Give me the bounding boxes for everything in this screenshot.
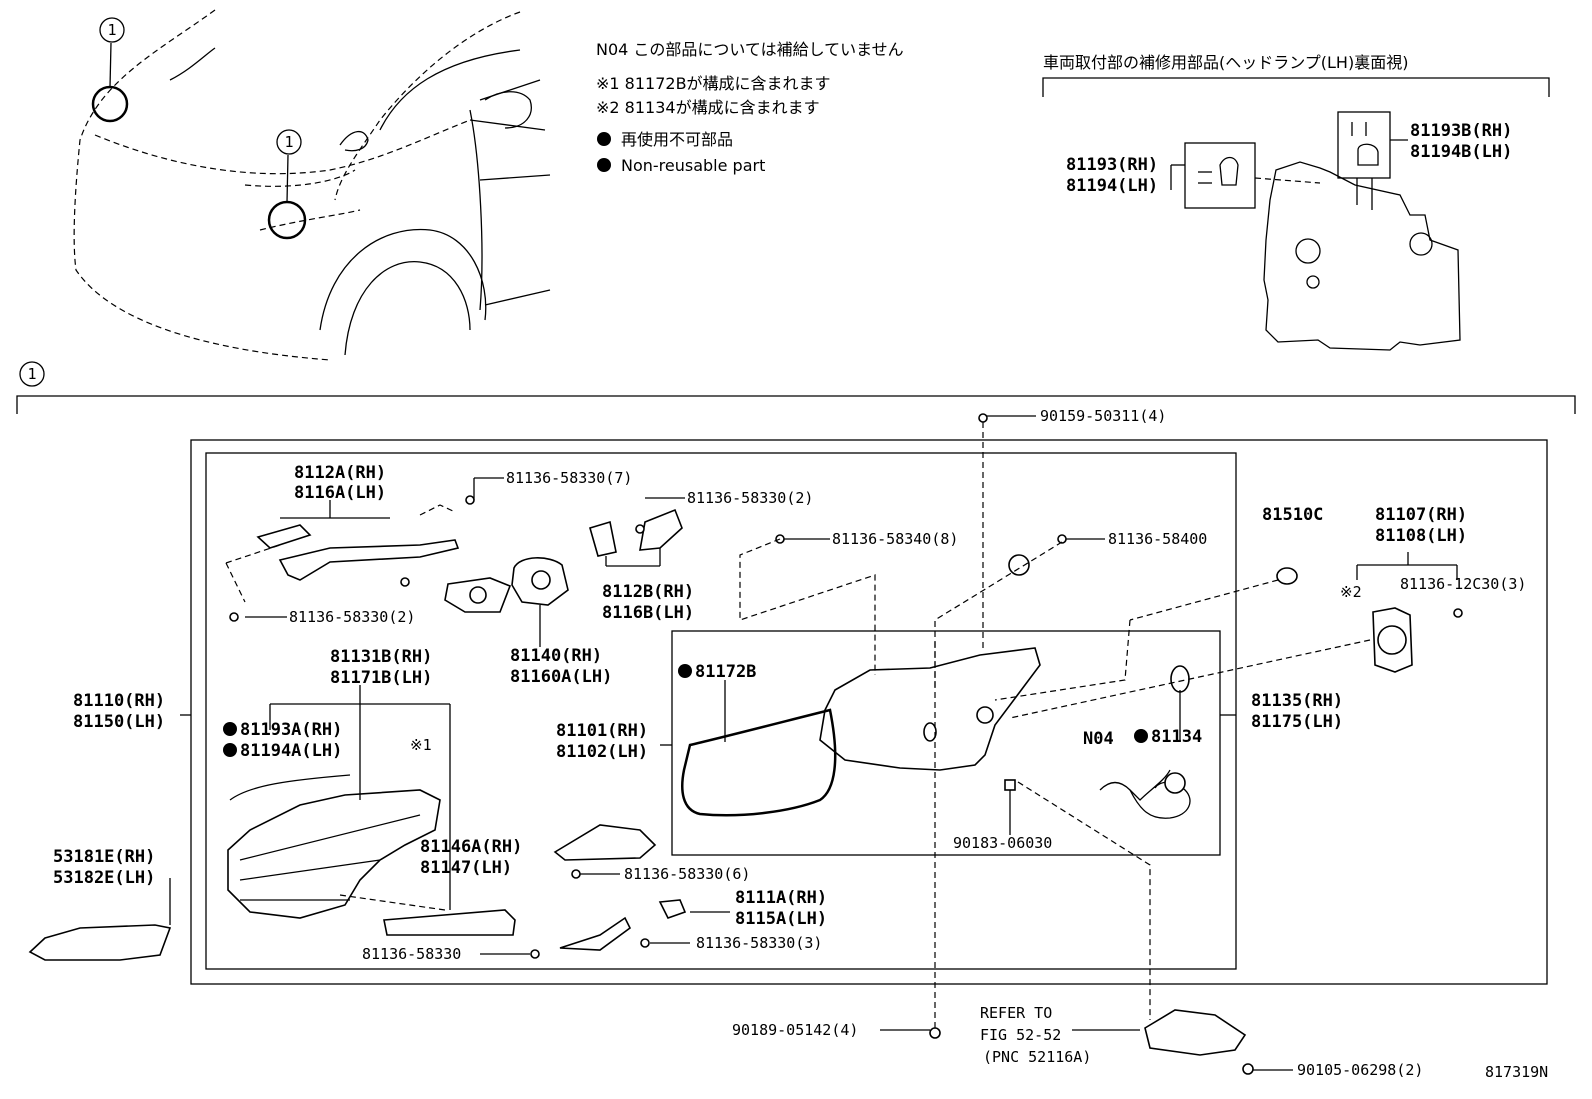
section-callout-circle: [19, 361, 45, 387]
label-90183-06030: 90183-06030: [953, 834, 1052, 852]
label-81194-lh: 81194(LH): [1066, 176, 1158, 196]
label-81107-rh: 81107(RH): [1375, 505, 1467, 525]
label-81108-lh: 81108(LH): [1375, 526, 1467, 546]
label-81194b-lh: 81194B(LH): [1410, 142, 1512, 162]
label-81136-58400: 81136-58400: [1108, 530, 1207, 548]
label-90105-06298-2: 90105-06298(2): [1297, 1061, 1423, 1079]
label-81171b-lh: 81171B(LH): [330, 668, 432, 688]
part-labels: 8112A(RH) 8116A(LH) 81136-58330(7) 81136…: [53, 407, 1548, 1081]
note-star2: ※2 81134が構成に含まれます: [596, 98, 820, 117]
refer-to-line2: FIG 52-52: [980, 1026, 1061, 1044]
note-nonreuse-ja: 再使用不可部品: [621, 130, 733, 149]
label-81136-58330-2b: 81136-58330(2): [687, 489, 813, 507]
nonreusable-dot-icon: [1134, 729, 1148, 743]
vehicle-overview: 1 1: [73, 9, 551, 361]
label-81136-58330-6: 81136-58330(6): [624, 865, 750, 883]
label-8116b-lh: 8116B(LH): [602, 603, 694, 623]
label-81140-rh: 81140(RH): [510, 646, 602, 666]
callout-1b: 1: [284, 133, 293, 151]
inset-panel: 車両取付部の補修用部品(ヘッドランプ(LH)裏面視) 81193(RH) 811…: [1042, 53, 1550, 351]
label-8116a-lh: 8116A(LH): [294, 483, 386, 503]
figure-number: 817319N: [1485, 1063, 1548, 1081]
parts-drawings: [28, 413, 1463, 1075]
label-81147-lh: 81147(LH): [420, 858, 512, 878]
label-53181e-rh: 53181E(RH): [53, 847, 155, 867]
label-81134: 81134: [1151, 727, 1202, 747]
inset-title: 車両取付部の補修用部品(ヘッドランプ(LH)裏面視): [1043, 53, 1408, 72]
label-81136-12c30-3: 81136-12C30(3): [1400, 575, 1526, 593]
section-callout: 1: [27, 365, 36, 383]
notes-block: N04 この部品については補給していません ※1 81172Bが構成に含まれます…: [596, 40, 904, 175]
label-81135-rh: 81135(RH): [1251, 691, 1343, 711]
note-nonreuse-en: Non-reusable part: [621, 156, 765, 175]
label-star2-mark: ※2: [1340, 583, 1362, 601]
label-81193b-rh: 81193B(RH): [1410, 121, 1512, 141]
label-90159-50311-4: 90159-50311(4): [1040, 407, 1166, 425]
headlamp-inner-frame: [205, 452, 1237, 970]
note-n04: N04 この部品については補給していません: [596, 40, 904, 59]
label-81175-lh: 81175(LH): [1251, 712, 1343, 732]
label-53182e-lh: 53182E(LH): [53, 868, 155, 888]
label-81136-58330-3: 81136-58330(3): [696, 934, 822, 952]
label-star1-mark: ※1: [410, 736, 432, 754]
label-81101-rh: 81101(RH): [556, 721, 648, 741]
label-81510c: 81510C: [1262, 505, 1323, 525]
label-90189-05142-4: 90189-05142(4): [732, 1021, 858, 1039]
label-81136-58340-8: 81136-58340(8): [832, 530, 958, 548]
refer-to-line1: REFER TO: [980, 1004, 1052, 1022]
label-81150-lh: 81150(LH): [73, 712, 165, 732]
label-81146a-rh: 81146A(RH): [420, 837, 522, 857]
label-81193a-rh: 81193A(RH): [240, 720, 342, 740]
nonreusable-dot-icon: [678, 664, 692, 678]
label-81136-58330-7: 81136-58330(7): [506, 469, 632, 487]
nonreusable-dot-icon: [597, 158, 611, 172]
headlamp-assembly-frame: [190, 439, 1548, 985]
label-81193-rh: 81193(RH): [1066, 155, 1158, 175]
nonreusable-dot-icon: [223, 722, 237, 736]
callout-circle-1b: [276, 129, 302, 155]
label-81172b: 81172B: [695, 662, 756, 682]
refer-to-line3: (PNC 52116A): [983, 1048, 1091, 1066]
label-8115a-lh: 8115A(LH): [735, 909, 827, 929]
label-81194a-lh: 81194A(LH): [240, 741, 342, 761]
label-n04: N04: [1083, 729, 1114, 749]
leader-lines: [169, 415, 1458, 1071]
label-8112a-rh: 8112A(RH): [294, 463, 386, 483]
label-8112b-rh: 8112B(RH): [602, 582, 694, 602]
label-81160a-lh: 81160A(LH): [510, 667, 612, 687]
label-81136-58330: 81136-58330: [362, 945, 461, 963]
label-81102-lh: 81102(LH): [556, 742, 648, 762]
label-81131b-rh: 81131B(RH): [330, 647, 432, 667]
label-81136-58330-2a: 81136-58330(2): [289, 608, 415, 626]
callout-circle-1a: [99, 17, 125, 43]
nonreusable-dot-icon: [597, 132, 611, 146]
section-bracket: [16, 395, 1576, 414]
housing-subassembly-frame: [671, 630, 1221, 856]
label-81110-rh: 81110(RH): [73, 691, 165, 711]
nonreusable-dot-icon: [223, 743, 237, 757]
label-8111a-rh: 8111A(RH): [735, 888, 827, 908]
note-star1: ※1 81172Bが構成に含まれます: [596, 74, 831, 93]
callout-1a: 1: [107, 21, 116, 39]
